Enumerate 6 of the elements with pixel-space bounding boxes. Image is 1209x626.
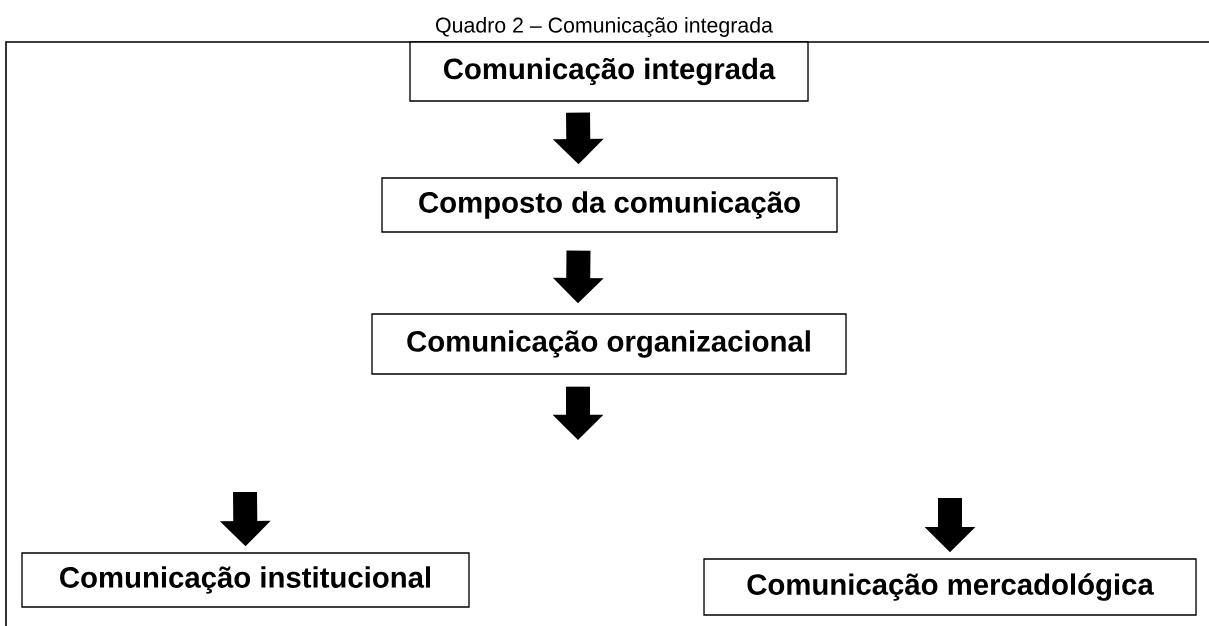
text-box: Composto da comunicação	[381, 177, 838, 233]
text-box: Comunicação institucional	[21, 552, 470, 608]
caption-text: Quadro 2 – Comunicação integrada	[436, 17, 773, 37]
text-box: Comunicação mercadológica	[703, 558, 1197, 616]
text-box: Comunicação organizacional	[371, 313, 847, 375]
text-box: Comunicação integrada	[409, 41, 809, 102]
